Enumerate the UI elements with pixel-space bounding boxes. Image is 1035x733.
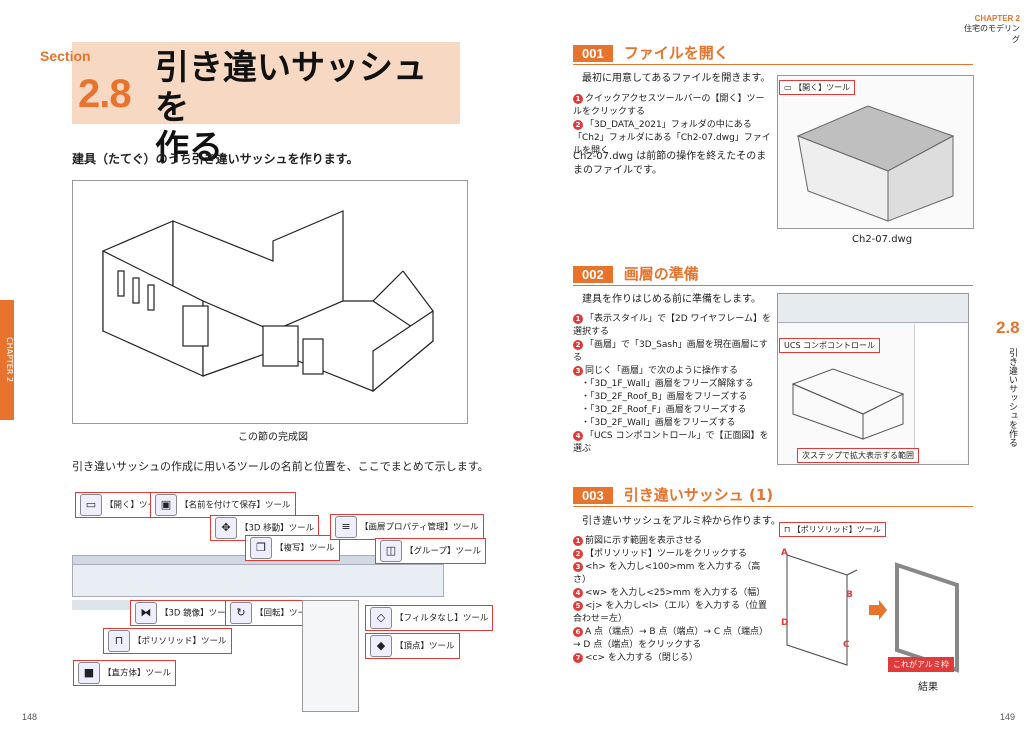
list-item: 1「表示スタイル」で【2D ワイヤフレーム】を選択する xyxy=(573,314,771,337)
mirror-icon: ⧓ xyxy=(135,602,157,624)
step-002-list: 1「表示スタイル」で【2D ワイヤフレーム】を選択する 2「画層」で「3D_Sa… xyxy=(573,313,773,456)
step-003-lead: 引き違いサッシュをアルミ枠から作ります。 xyxy=(582,516,781,527)
step-002-lead: 建具を作りはじめる前に準備をします。 xyxy=(582,294,761,305)
callout-polysolid: ⊓【ポリソリッド】ツール xyxy=(103,628,232,654)
list-item: ・「3D_2F_Roof_F」画層をフリーズする xyxy=(581,405,747,415)
page-title: 引き違いサッシュを 作る xyxy=(155,48,455,168)
house-wireframe-small xyxy=(791,368,905,440)
step-001-figure xyxy=(777,75,974,229)
page-number-right: 149 xyxy=(1000,712,1016,722)
folder-icon: ▭ xyxy=(80,494,102,516)
intro-text: 建具（たてぐ）のうち引き違いサッシュを作ります。 xyxy=(72,152,359,166)
group-icon: ◫ xyxy=(380,540,402,562)
list-item: 3<h> を入力し<100>mm を入力する（高さ） xyxy=(573,562,761,585)
step-002-screenshot xyxy=(777,293,969,465)
sash-frame-figures xyxy=(786,554,959,673)
point-c-label: C xyxy=(843,640,850,650)
list-item: 2「3D_DATA_2021」フォルダの中にある「Ch2」フォルダにある「Ch2… xyxy=(573,120,771,156)
folder-icon: ▭ xyxy=(784,83,795,92)
title-line-2: 作る xyxy=(155,128,223,168)
point-b-label: B xyxy=(846,590,853,600)
filter-icon: ◇ xyxy=(370,607,392,629)
callout-vertex: ◆【頂点】ツール xyxy=(365,633,460,659)
callout-open-tool: ▭ 【開く】ツール xyxy=(779,80,856,95)
list-item: 4<w> を入力し<25>mm を入力する（幅） xyxy=(573,587,771,600)
point-a-label: A xyxy=(781,548,788,558)
step-title: ファイルを開く xyxy=(623,44,729,62)
list-item: 5<j> を入力し<l>（エル）を入力する（位置合わせ＝左） xyxy=(573,601,768,624)
list-item: ・「3D_2F_Roof_B」画層をフリーズする xyxy=(581,392,748,402)
save-icon: ▣ xyxy=(155,494,177,516)
list-item: 7<c> を入力する（閉じる） xyxy=(573,652,771,665)
filter-dropdown-menu xyxy=(302,600,359,712)
step-divider xyxy=(573,285,973,286)
callout-polysolid-tool: ⊓ 【ポリソリッド】ツール xyxy=(779,522,886,537)
figure-caption: この節の完成図 xyxy=(238,432,308,443)
list-item: ・「3D_2F_Wall」画層をフリーズする xyxy=(581,418,736,428)
list-item: ・「3D_1F_Wall」画層をフリーズ解除する xyxy=(581,379,754,389)
step-number: 001 xyxy=(573,45,613,62)
house-wireframe-illustration xyxy=(102,210,435,393)
summary-text: 引き違いサッシュの作成に用いるツールの名前と位置を、ここでまとめて示します。 xyxy=(72,460,489,473)
chapter-side-tab: CHAPTER 2 xyxy=(0,300,14,420)
polysolid-icon: ⊓ xyxy=(108,630,130,652)
chapter-label: CHAPTER 2 xyxy=(974,14,1020,23)
callout-ucs: UCS コンポコントロール xyxy=(779,338,881,353)
polysolid-icon: ⊓ xyxy=(784,525,793,534)
callout-no-filter: ◇【フィルタなし】ツール xyxy=(365,605,494,631)
list-item: 2「画層」で「3D_Sash」画層を現在画層にする xyxy=(573,340,768,363)
copy-icon: ❐ xyxy=(250,537,272,559)
move3d-icon: ✥ xyxy=(215,517,237,539)
arrow-icon xyxy=(869,600,887,620)
box-icon: ■ xyxy=(78,662,100,684)
title-band xyxy=(72,42,460,124)
chapter-subtitle: 住宅のモデリング xyxy=(964,24,1020,44)
step-divider xyxy=(573,506,973,507)
completed-figure xyxy=(72,180,468,424)
house-shaded-illustration xyxy=(796,105,955,222)
layers-icon: ≡ xyxy=(335,516,357,538)
callout-group: ◫【グループ】ツール xyxy=(375,538,486,564)
section-side-tab xyxy=(996,300,1035,440)
chapter-header: CHAPTER 2 住宅のモデリング xyxy=(960,14,1020,45)
step-002-header: 002 画層の準備 xyxy=(573,263,699,283)
callout-mirror3d: ⧓【3D 鏡像】ツール xyxy=(130,600,240,626)
list-item: 4「UCS コンポコントロール」で【正面図】を選ぶ xyxy=(573,431,769,454)
callout-layer-props: ≡【画層プロパティ管理】ツール xyxy=(330,514,484,540)
step-001-lead: 最初に用意してあるファイルを開きます。 xyxy=(582,73,771,84)
title-line-1: 引き違いサッシュを xyxy=(155,48,427,128)
point-d-label: D xyxy=(781,618,789,628)
section-label: Section xyxy=(40,48,91,64)
layer-list xyxy=(914,324,967,460)
side-section-number: 2.8 xyxy=(996,318,1020,337)
step-number: 003 xyxy=(573,487,613,504)
step-title: 引き違いサッシュ (1) xyxy=(623,486,774,504)
callout-box: ■【直方体】ツール xyxy=(73,660,177,686)
step-001-note: Ch2-07.dwg は前節の操作を終えたそのままのファイルです。 xyxy=(573,151,767,176)
side-section-title: 引き違いサッシュを作る xyxy=(1007,348,1017,447)
callout-copy: ❐【複写】ツール xyxy=(245,535,340,561)
vertex-icon: ◆ xyxy=(370,635,392,657)
step-divider xyxy=(573,64,973,65)
callout-zoom-range: 次ステップで拡大表示する範囲 xyxy=(797,448,919,463)
step-001-caption: Ch2-07.dwg xyxy=(852,234,913,245)
step-003-caption: 結果 xyxy=(918,682,938,693)
page-number-left: 148 xyxy=(22,712,38,722)
step-title: 画層の準備 xyxy=(623,265,699,283)
step-number: 002 xyxy=(573,266,613,283)
step-001-header: 001 ファイルを開く xyxy=(573,42,729,62)
step-003-header: 003 引き違いサッシュ (1) xyxy=(573,484,773,504)
list-item: 2【ポリソリッド】ツールをクリックする xyxy=(573,548,771,561)
frame-label: これがアルミ枠 xyxy=(888,657,954,672)
rotate-icon: ↻ xyxy=(230,602,252,624)
section-number: 2.8 xyxy=(78,72,132,116)
callout-save-as: ▣【名前を付けて保存】ツール xyxy=(150,492,296,518)
